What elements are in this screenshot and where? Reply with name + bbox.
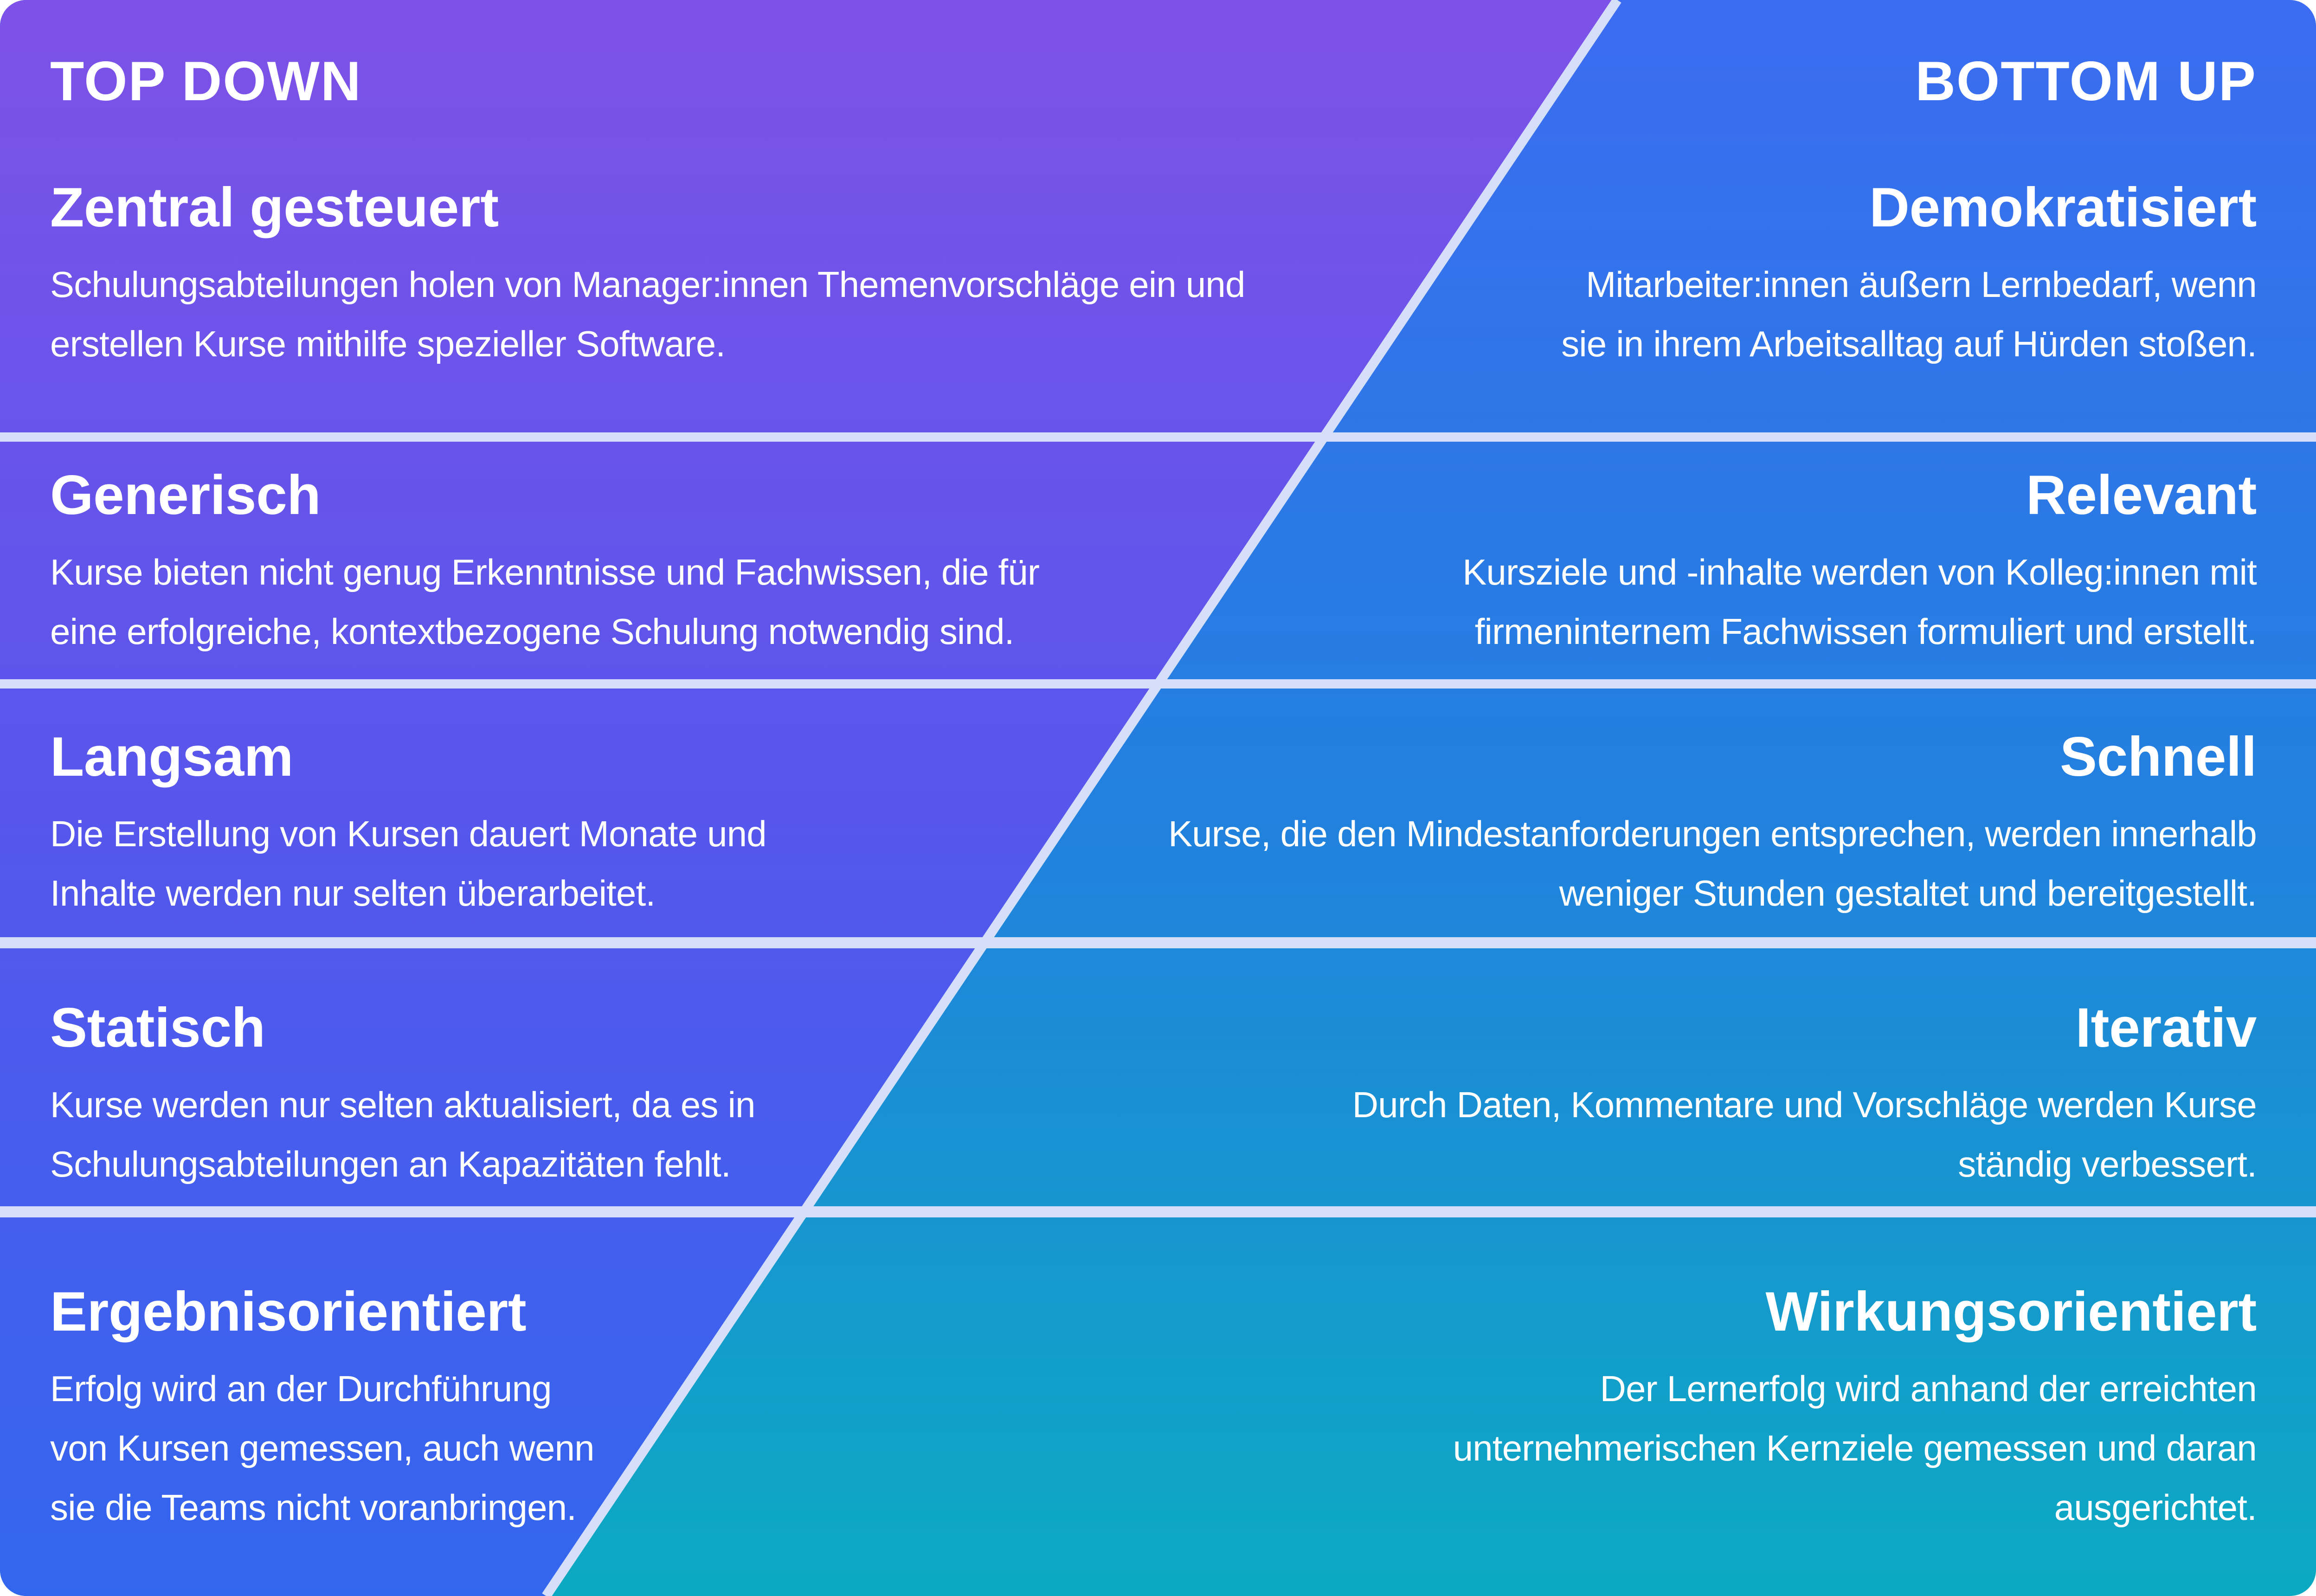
body-line: unternehmerischen Kernziele gemessen und… [1453, 1429, 2257, 1469]
body-line: Durch Daten, Kommentare und Vorschläge w… [1352, 1085, 2257, 1126]
row-body-right: Durch Daten, Kommentare und Vorschläge w… [1352, 1076, 2257, 1195]
row-divider-line [0, 432, 2316, 442]
header-bar: TOP DOWN BOTTOM UP [50, 48, 2257, 119]
comparison-row: Statisch Kurse werden nur selten aktuali… [0, 948, 2316, 1207]
row-title-left: Langsam [50, 727, 294, 789]
body-line: Schulungsabteilungen holen von Manager:i… [50, 265, 1245, 306]
body-line: Erfolg wird an der Durchführung [50, 1369, 552, 1410]
row-title-left: Zentral gesteuert [50, 178, 499, 239]
body-line: von Kursen gemessen, auch wenn [50, 1429, 595, 1469]
body-line: sie in ihrem Arbeitsalltag auf Hürden st… [1561, 325, 2257, 366]
row-title-right: Demokratisiert [1869, 178, 2257, 239]
body-line: eine erfolgreiche, kontextbezogene Schul… [50, 612, 1014, 653]
row-title-left: Ergebnisorientiert [50, 1282, 527, 1343]
comparison-row: Zentral gesteuert Schulungsabteilungen h… [0, 174, 2316, 432]
body-line: Schulungsabteilungen an Kapazitäten fehl… [50, 1145, 731, 1185]
body-line: weniger Stunden gestaltet und bereitgest… [1559, 874, 2257, 915]
row-title-right: Iterativ [2075, 998, 2257, 1059]
bottom-up-cell: Iterativ Durch Daten, Kommentare und Vor… [1352, 994, 2257, 1195]
row-title-right: Relevant [2026, 466, 2257, 527]
row-body-left: Schulungsabteilungen holen von Manager:i… [50, 256, 1245, 375]
body-line: Der Lernerfolg wird anhand der erreichte… [1600, 1369, 2257, 1410]
comparison-row: Ergebnisorientiert Erfolg wird an der Du… [0, 1217, 2316, 1596]
row-title-left: Generisch [50, 466, 321, 527]
row-title-right: Schnell [2060, 727, 2257, 789]
row-body-left: Die Erstellung von Kursen dauert Monate … [50, 805, 767, 924]
top-down-cell: Statisch Kurse werden nur selten aktuali… [50, 994, 756, 1195]
body-line: ausgerichtet. [2054, 1488, 2257, 1529]
top-down-cell: Zentral gesteuert Schulungsabteilungen h… [50, 174, 1245, 375]
comparison-row: Generisch Kurse bieten nicht genug Erken… [0, 442, 2316, 679]
comparison-row: Langsam Die Erstellung von Kursen dauert… [0, 689, 2316, 938]
body-line: Die Erstellung von Kursen dauert Monate … [50, 815, 767, 856]
body-line: erstellen Kurse mithilfe spezieller Soft… [50, 325, 726, 366]
top-down-cell: Langsam Die Erstellung von Kursen dauert… [50, 724, 767, 924]
row-body-right: Mitarbeiter:innen äußern Lernbedarf, wen… [1561, 256, 2257, 375]
bottom-up-cell: Relevant Kursziele und -inhalte werden v… [1462, 462, 2257, 663]
row-body-right: Der Lernerfolg wird anhand der erreichte… [1453, 1360, 2257, 1538]
row-title-right: Wirkungsorientiert [1765, 1282, 2257, 1343]
body-line: ständig verbessert. [1958, 1145, 2257, 1185]
body-line: Kurse werden nur selten aktualisiert, da… [50, 1085, 756, 1126]
row-divider-line [0, 938, 2316, 948]
bottom-up-cell: Wirkungsorientiert Der Lernerfolg wird a… [1453, 1278, 2257, 1538]
row-divider-line [0, 679, 2316, 689]
body-line: Kurse bieten nicht genug Erkenntnisse un… [50, 553, 1040, 594]
top-down-cell: Generisch Kurse bieten nicht genug Erken… [50, 462, 1040, 663]
bottom-up-cell: Demokratisiert Mitarbeiter:innen äußern … [1561, 174, 2257, 375]
body-line: Kursziele und -inhalte werden von Kolleg… [1462, 553, 2257, 594]
row-body-left: Kurse bieten nicht genug Erkenntnisse un… [50, 544, 1040, 663]
row-body-left: Erfolg wird an der Durchführung von Kurs… [50, 1360, 595, 1538]
body-line: Inhalte werden nur selten überarbeitet. [50, 874, 656, 915]
body-line: Mitarbeiter:innen äußern Lernbedarf, wen… [1586, 265, 2257, 306]
row-body-right: Kurse, die den Mindestanforderungen ents… [1168, 805, 2257, 924]
bottom-up-cell: Schnell Kurse, die den Mindestanforderun… [1168, 724, 2257, 924]
body-line: firmeninternem Fachwissen formuliert und… [1474, 612, 2257, 653]
row-divider-line [0, 1207, 2316, 1217]
header-bottom-up: BOTTOM UP [1915, 52, 2257, 113]
top-down-cell: Ergebnisorientiert Erfolg wird an der Du… [50, 1278, 595, 1538]
body-line: Kurse, die den Mindestanforderungen ents… [1168, 815, 2257, 856]
row-title-left: Statisch [50, 998, 265, 1059]
body-line: sie die Teams nicht voranbringen. [50, 1488, 577, 1529]
header-top-down: TOP DOWN [50, 52, 362, 113]
row-body-left: Kurse werden nur selten aktualisiert, da… [50, 1076, 756, 1195]
row-body-right: Kursziele und -inhalte werden von Kolleg… [1462, 544, 2257, 663]
